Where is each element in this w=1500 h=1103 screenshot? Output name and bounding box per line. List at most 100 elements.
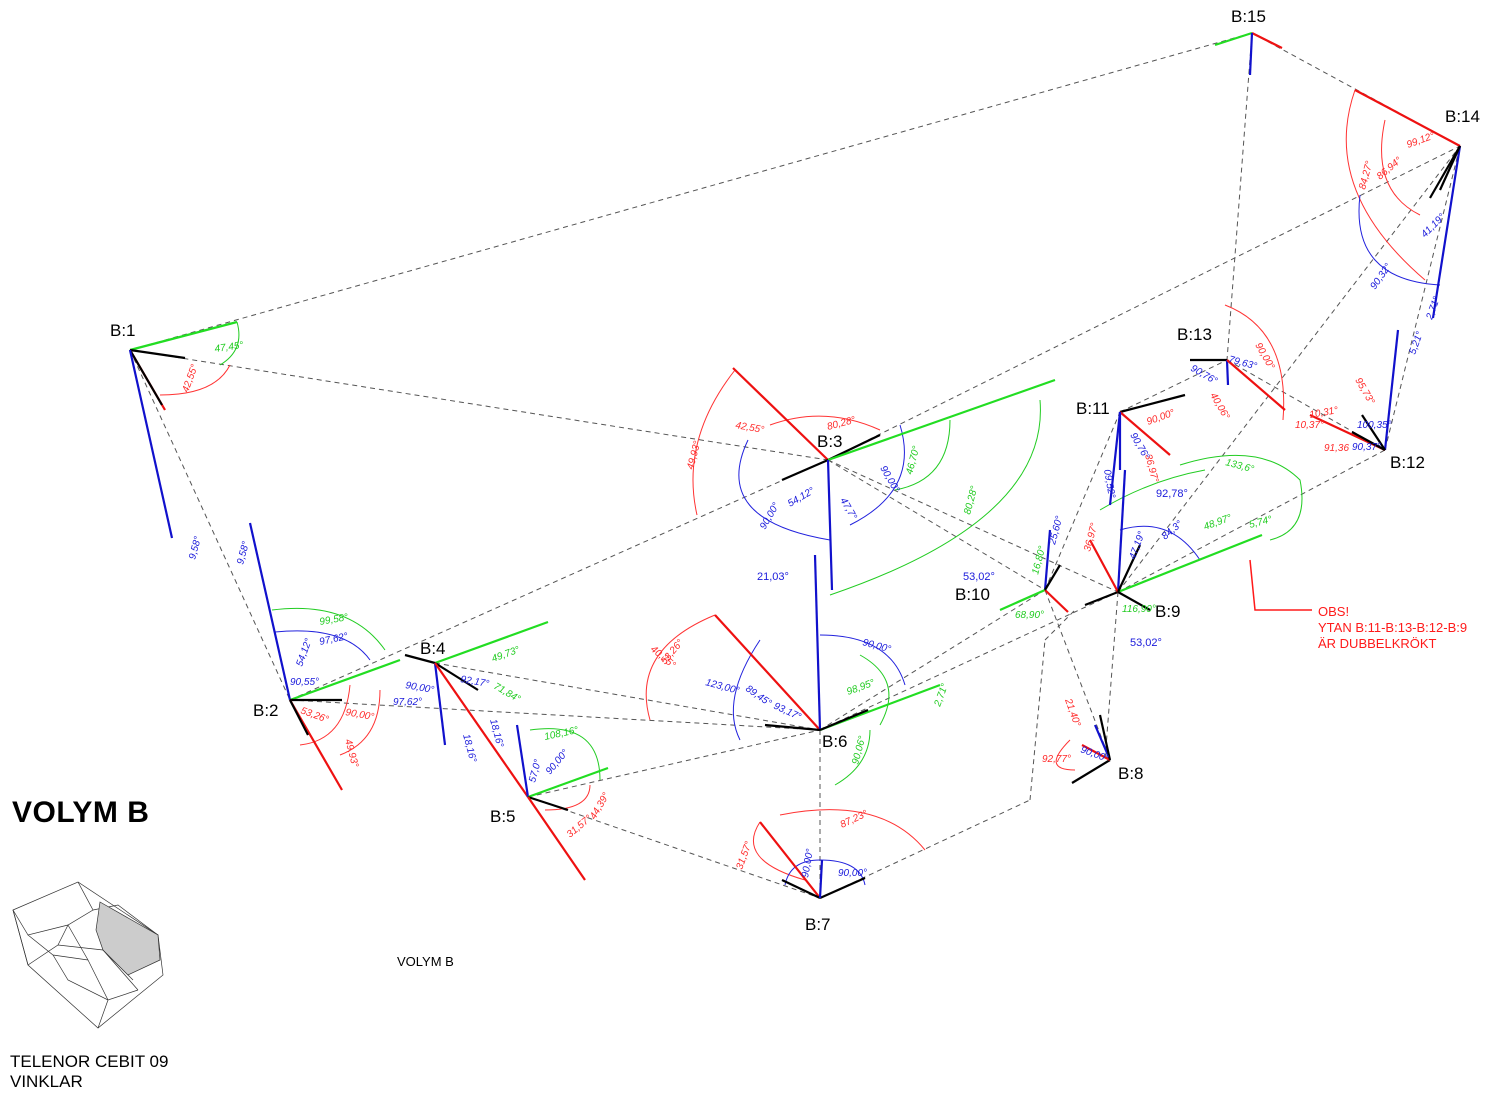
angle-label: 92,77°	[1042, 754, 1071, 765]
angle-label: 18,16°	[487, 718, 505, 749]
volume-thumbnail	[12, 881, 164, 1029]
angle-label: 47,45°	[214, 340, 244, 355]
node-label-b12: B:12	[1390, 453, 1425, 472]
angle-label: 18,16°	[460, 733, 478, 764]
angle-label: 79,63°	[1227, 354, 1258, 372]
construction-lines	[129, 32, 1461, 899]
angle-label: 90,00°	[838, 868, 867, 879]
node-label-b15: B:15	[1231, 7, 1266, 26]
angle-label: 10,37°	[1295, 420, 1324, 431]
angle-label: 2,71°	[1424, 295, 1443, 322]
angle-label: 10,31°	[1309, 405, 1340, 421]
angle-label: 92,78°	[1156, 488, 1188, 500]
angle-label: 90,00°	[404, 680, 435, 696]
angle-label: 5,21°	[1407, 330, 1425, 356]
angle-label: 21,03°	[757, 571, 789, 583]
angle-label: 133,6°	[1224, 457, 1255, 475]
members	[128, 31, 1462, 900]
angle-label: 36,97°	[1142, 453, 1160, 484]
node-label-b1: B:1	[110, 321, 136, 340]
angle-label: 31,57°	[734, 840, 754, 871]
note-line: YTAN B:11-B:13-B:12-B:9	[1318, 620, 1468, 635]
angle-label: 53,02°	[1130, 637, 1162, 649]
angle-label: 54,12°	[786, 486, 817, 510]
angle-label: 46,70°	[904, 445, 922, 476]
angle-label: 53,02°	[963, 571, 995, 583]
angle-arcs	[159, 89, 1441, 886]
angle-label: 90,00°	[1145, 408, 1176, 428]
angle-label: 48,97°	[1202, 513, 1233, 533]
angle-label: 80,28°	[826, 415, 857, 433]
angle-label: 21,40°	[1062, 696, 1083, 728]
angle-label: 123,00°	[704, 677, 740, 697]
footer-project: TELENOR CEBIT 09	[10, 1052, 169, 1071]
obs-note: OBS! YTAN B:11-B:13-B:12-B:9 ÄR DUBBELKR…	[1318, 604, 1467, 652]
angle-label: 98,95°	[845, 678, 876, 698]
angle-label: 57,0°	[527, 758, 544, 784]
angle-label: 42,55°	[734, 420, 765, 436]
angle-label: 90,00°	[877, 464, 901, 495]
angle-label: 41,19°	[1419, 212, 1447, 240]
angle-label: 47,19°	[1127, 530, 1147, 561]
angle-label: 90,76°	[1189, 363, 1220, 387]
angle-label: 9,58°	[187, 535, 204, 561]
angle-label: 99,58°	[319, 612, 350, 628]
note-line: ÄR DUBBELKRÖKT	[1318, 636, 1437, 651]
angle-label: 36,97°	[1082, 522, 1100, 553]
angle-label: 92,17°	[459, 674, 490, 690]
angle-label: 108,16°	[543, 725, 579, 743]
angle-label: 9,58°	[235, 540, 252, 566]
node-label-b9: B:9	[1155, 602, 1181, 621]
angle-label: 54,12°	[294, 637, 314, 668]
node-label-b13: B:13	[1177, 325, 1212, 344]
angle-label: 99,12°	[1405, 131, 1436, 151]
node-label-b14: B:14	[1445, 107, 1480, 126]
angle-label: 25,60°	[1047, 515, 1065, 547]
angle-label: 97,62°	[318, 631, 349, 648]
angle-label: 40,06°	[1207, 391, 1231, 422]
node-label-b7: B:7	[805, 915, 831, 934]
angle-label: 09,52°	[1101, 469, 1117, 500]
angle-label: 49,73°	[490, 645, 521, 665]
angle-label: 86,94°	[1375, 155, 1404, 182]
angle-label: 71,84°	[492, 681, 523, 705]
angle-label: 42,55°	[180, 363, 200, 394]
angle-annotations: 47,45° 42,55° 9,58° 9,58° 99,58° 97,62° …	[180, 131, 1447, 879]
node-label-b2: B:2	[253, 701, 279, 720]
angle-label: 93,17°	[772, 701, 803, 723]
angle-label: 47,7°	[837, 496, 858, 522]
angle-label: 80,28°	[962, 485, 980, 516]
angle-label: 100,35°	[1357, 420, 1392, 431]
angle-label: 97,62°	[393, 697, 422, 708]
angle-label: 89,45°	[743, 683, 773, 709]
note-line: OBS!	[1318, 604, 1350, 619]
node-label-b4: B:4	[420, 639, 446, 658]
angle-label: 90,37°	[1352, 442, 1381, 453]
node-label-b10: B:10	[955, 585, 990, 604]
angle-label: 90,00°	[800, 848, 816, 879]
angle-label: 90,00°	[861, 637, 892, 655]
angle-label: 68,90°	[1015, 610, 1044, 621]
node-label-b5: B:5	[490, 807, 516, 826]
angle-label: 90,00°	[344, 707, 375, 723]
footer-block: TELENOR CEBIT 09 VINKLAR	[10, 1052, 168, 1092]
angle-label: 31,57°	[565, 813, 594, 840]
angle-label: 95,73°	[1352, 376, 1376, 407]
note-leader	[1249, 559, 1312, 611]
node-label-b6: B:6	[822, 732, 848, 751]
angle-label: 90,00°	[544, 748, 571, 777]
drawing-caption: VOLYM B	[397, 954, 454, 969]
angle-label: 91,36	[1324, 443, 1349, 454]
node-label-b8: B:8	[1118, 764, 1144, 783]
angle-label: 44,39°	[588, 791, 612, 822]
angle-label: 116,90°	[1122, 604, 1156, 615]
node-label-b3: B:3	[817, 432, 843, 451]
angle-label: 90,32°	[1368, 262, 1394, 292]
footer-sheet: VINKLAR	[10, 1072, 83, 1091]
page-title: VOLYM B	[12, 796, 150, 829]
angle-label: 90,55°	[290, 677, 319, 688]
angle-label: 5,74°	[1248, 514, 1274, 531]
node-labels: B:1 B:2 B:3 B:4 B:5 B:6 B:7 B:8 B:9 B:10…	[110, 7, 1480, 934]
angle-label: 49,93°	[685, 440, 703, 471]
